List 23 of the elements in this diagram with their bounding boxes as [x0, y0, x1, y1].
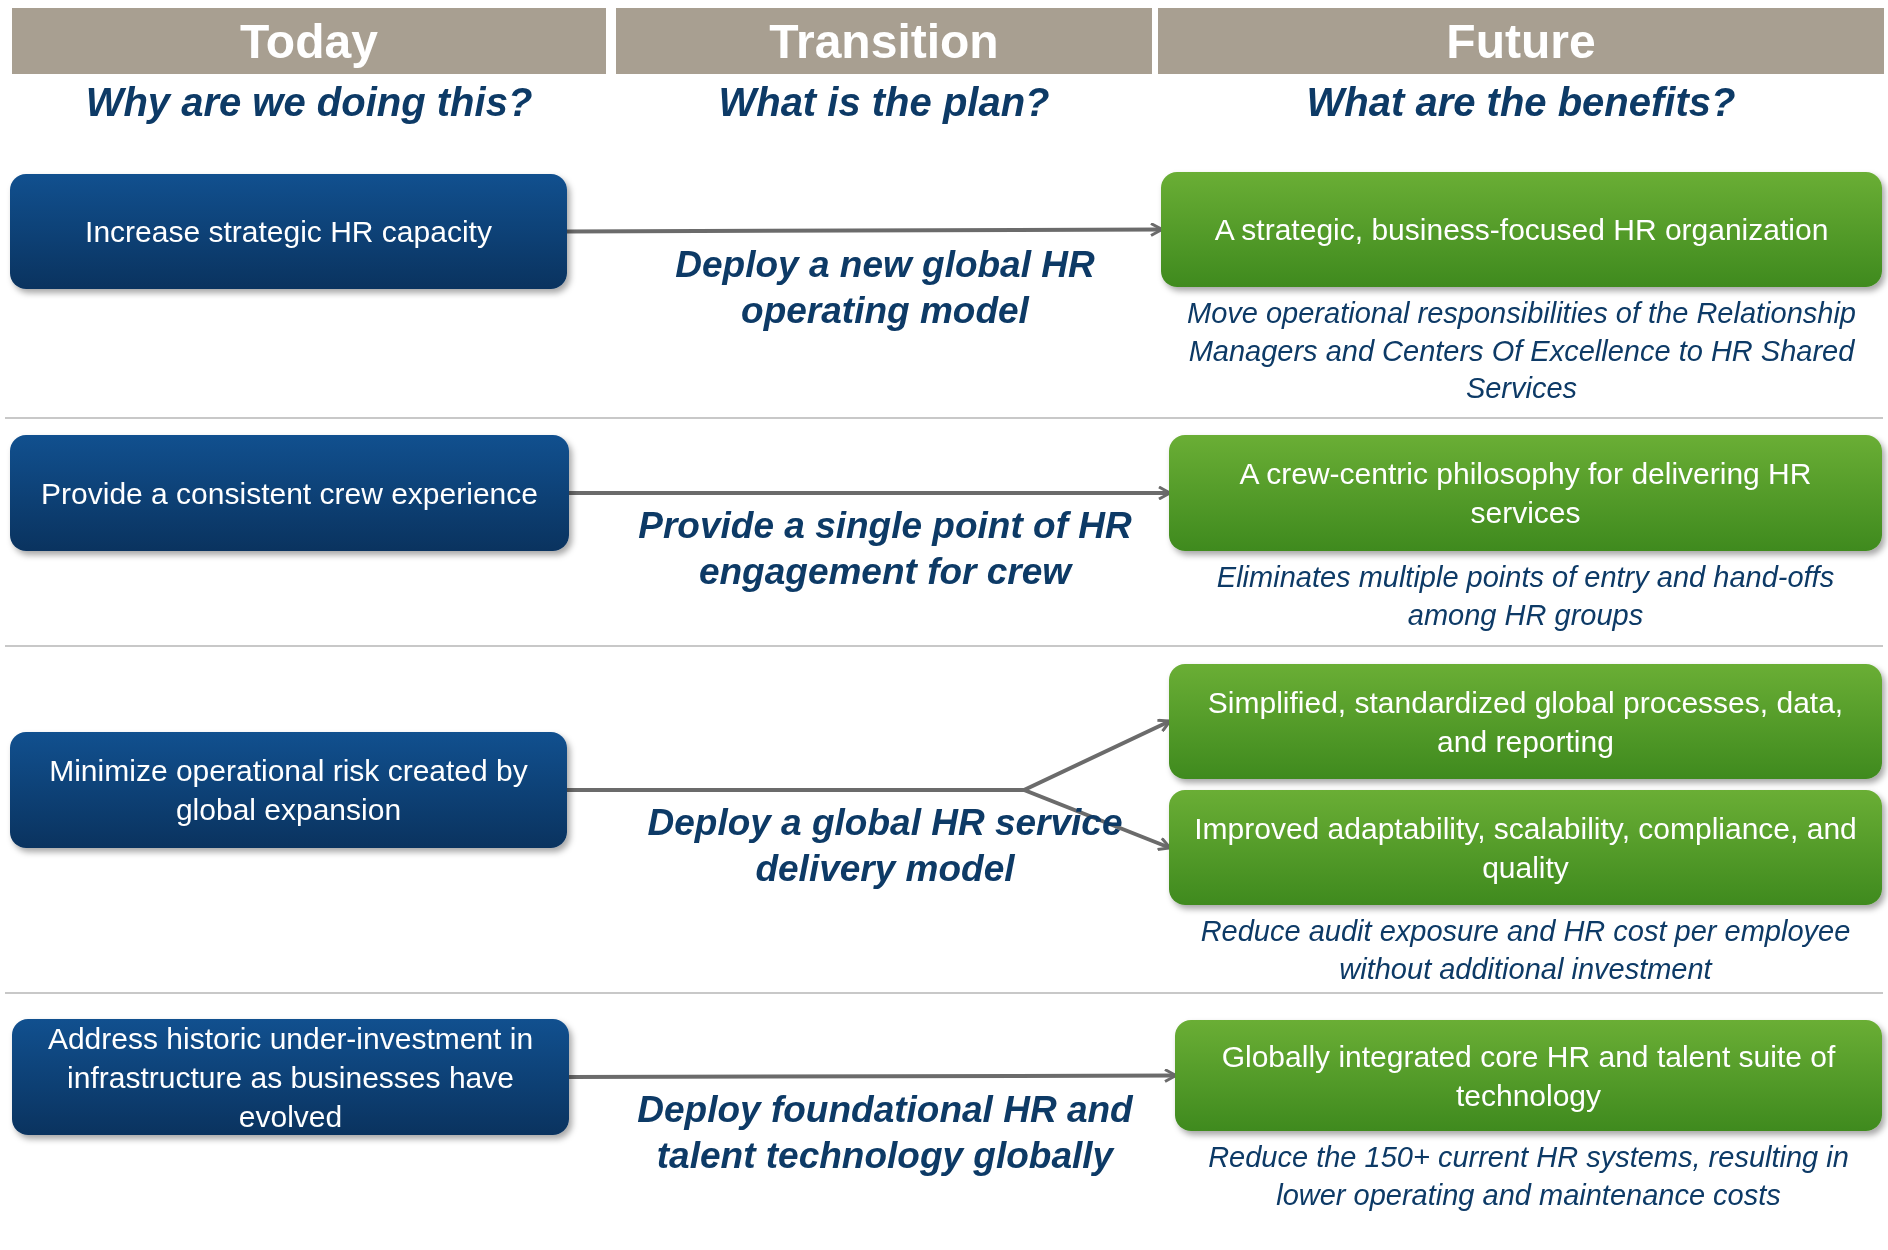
column-header: Future — [1158, 8, 1884, 74]
goal-box: Address historic under-investment in infrastructure as businesses have evolved — [12, 1019, 569, 1135]
benefit-box: A crew-centric philosophy for delivering HR services — [1169, 435, 1882, 551]
benefit-note: Eliminates multiple points of entry and hand-offs among HR groups — [1215, 560, 1836, 633]
column-subheading: Why are we doing this? — [84, 80, 534, 125]
column-subheading: What is the plan? — [717, 80, 1051, 125]
benefit-box: A strategic, business-focused HR organization — [1161, 172, 1882, 287]
column-header: Transition — [616, 8, 1152, 74]
edge-label: Provide a single point of HR engagement for crew — [637, 504, 1133, 595]
edge-label: Deploy a global HR service delivery model — [646, 801, 1124, 892]
edge-label: Deploy a new global HR operating model — [674, 242, 1096, 333]
column-header: Today — [12, 8, 606, 74]
edge-label: Deploy foundational HR and talent technology globally — [636, 1088, 1134, 1179]
goal-box: Provide a consistent crew experience — [10, 435, 569, 551]
column-subheading: What are the benefits? — [1305, 80, 1737, 125]
goal-box: Minimize operational risk created by global expansion — [10, 732, 567, 848]
benefit-note: Reduce audit exposure and HR cost per employee without additional investment — [1199, 914, 1852, 987]
benefit-box: Improved adaptability, scalability, compliance, and quality — [1169, 790, 1882, 905]
benefit-box: Globally integrated core HR and talent suite of technology — [1175, 1020, 1882, 1131]
benefit-note: Move operational responsibilities of the Relationship Managers and Centers Of Excellence to HR Shared Services — [1186, 296, 1857, 407]
benefit-box: Simplified, standardized global processes, data, and reporting — [1169, 664, 1882, 779]
goal-box: Increase strategic HR capacity — [10, 174, 567, 289]
benefit-note: Reduce the 150+ current HR systems, resulting in lower operating and maintenance costs — [1207, 1140, 1850, 1213]
